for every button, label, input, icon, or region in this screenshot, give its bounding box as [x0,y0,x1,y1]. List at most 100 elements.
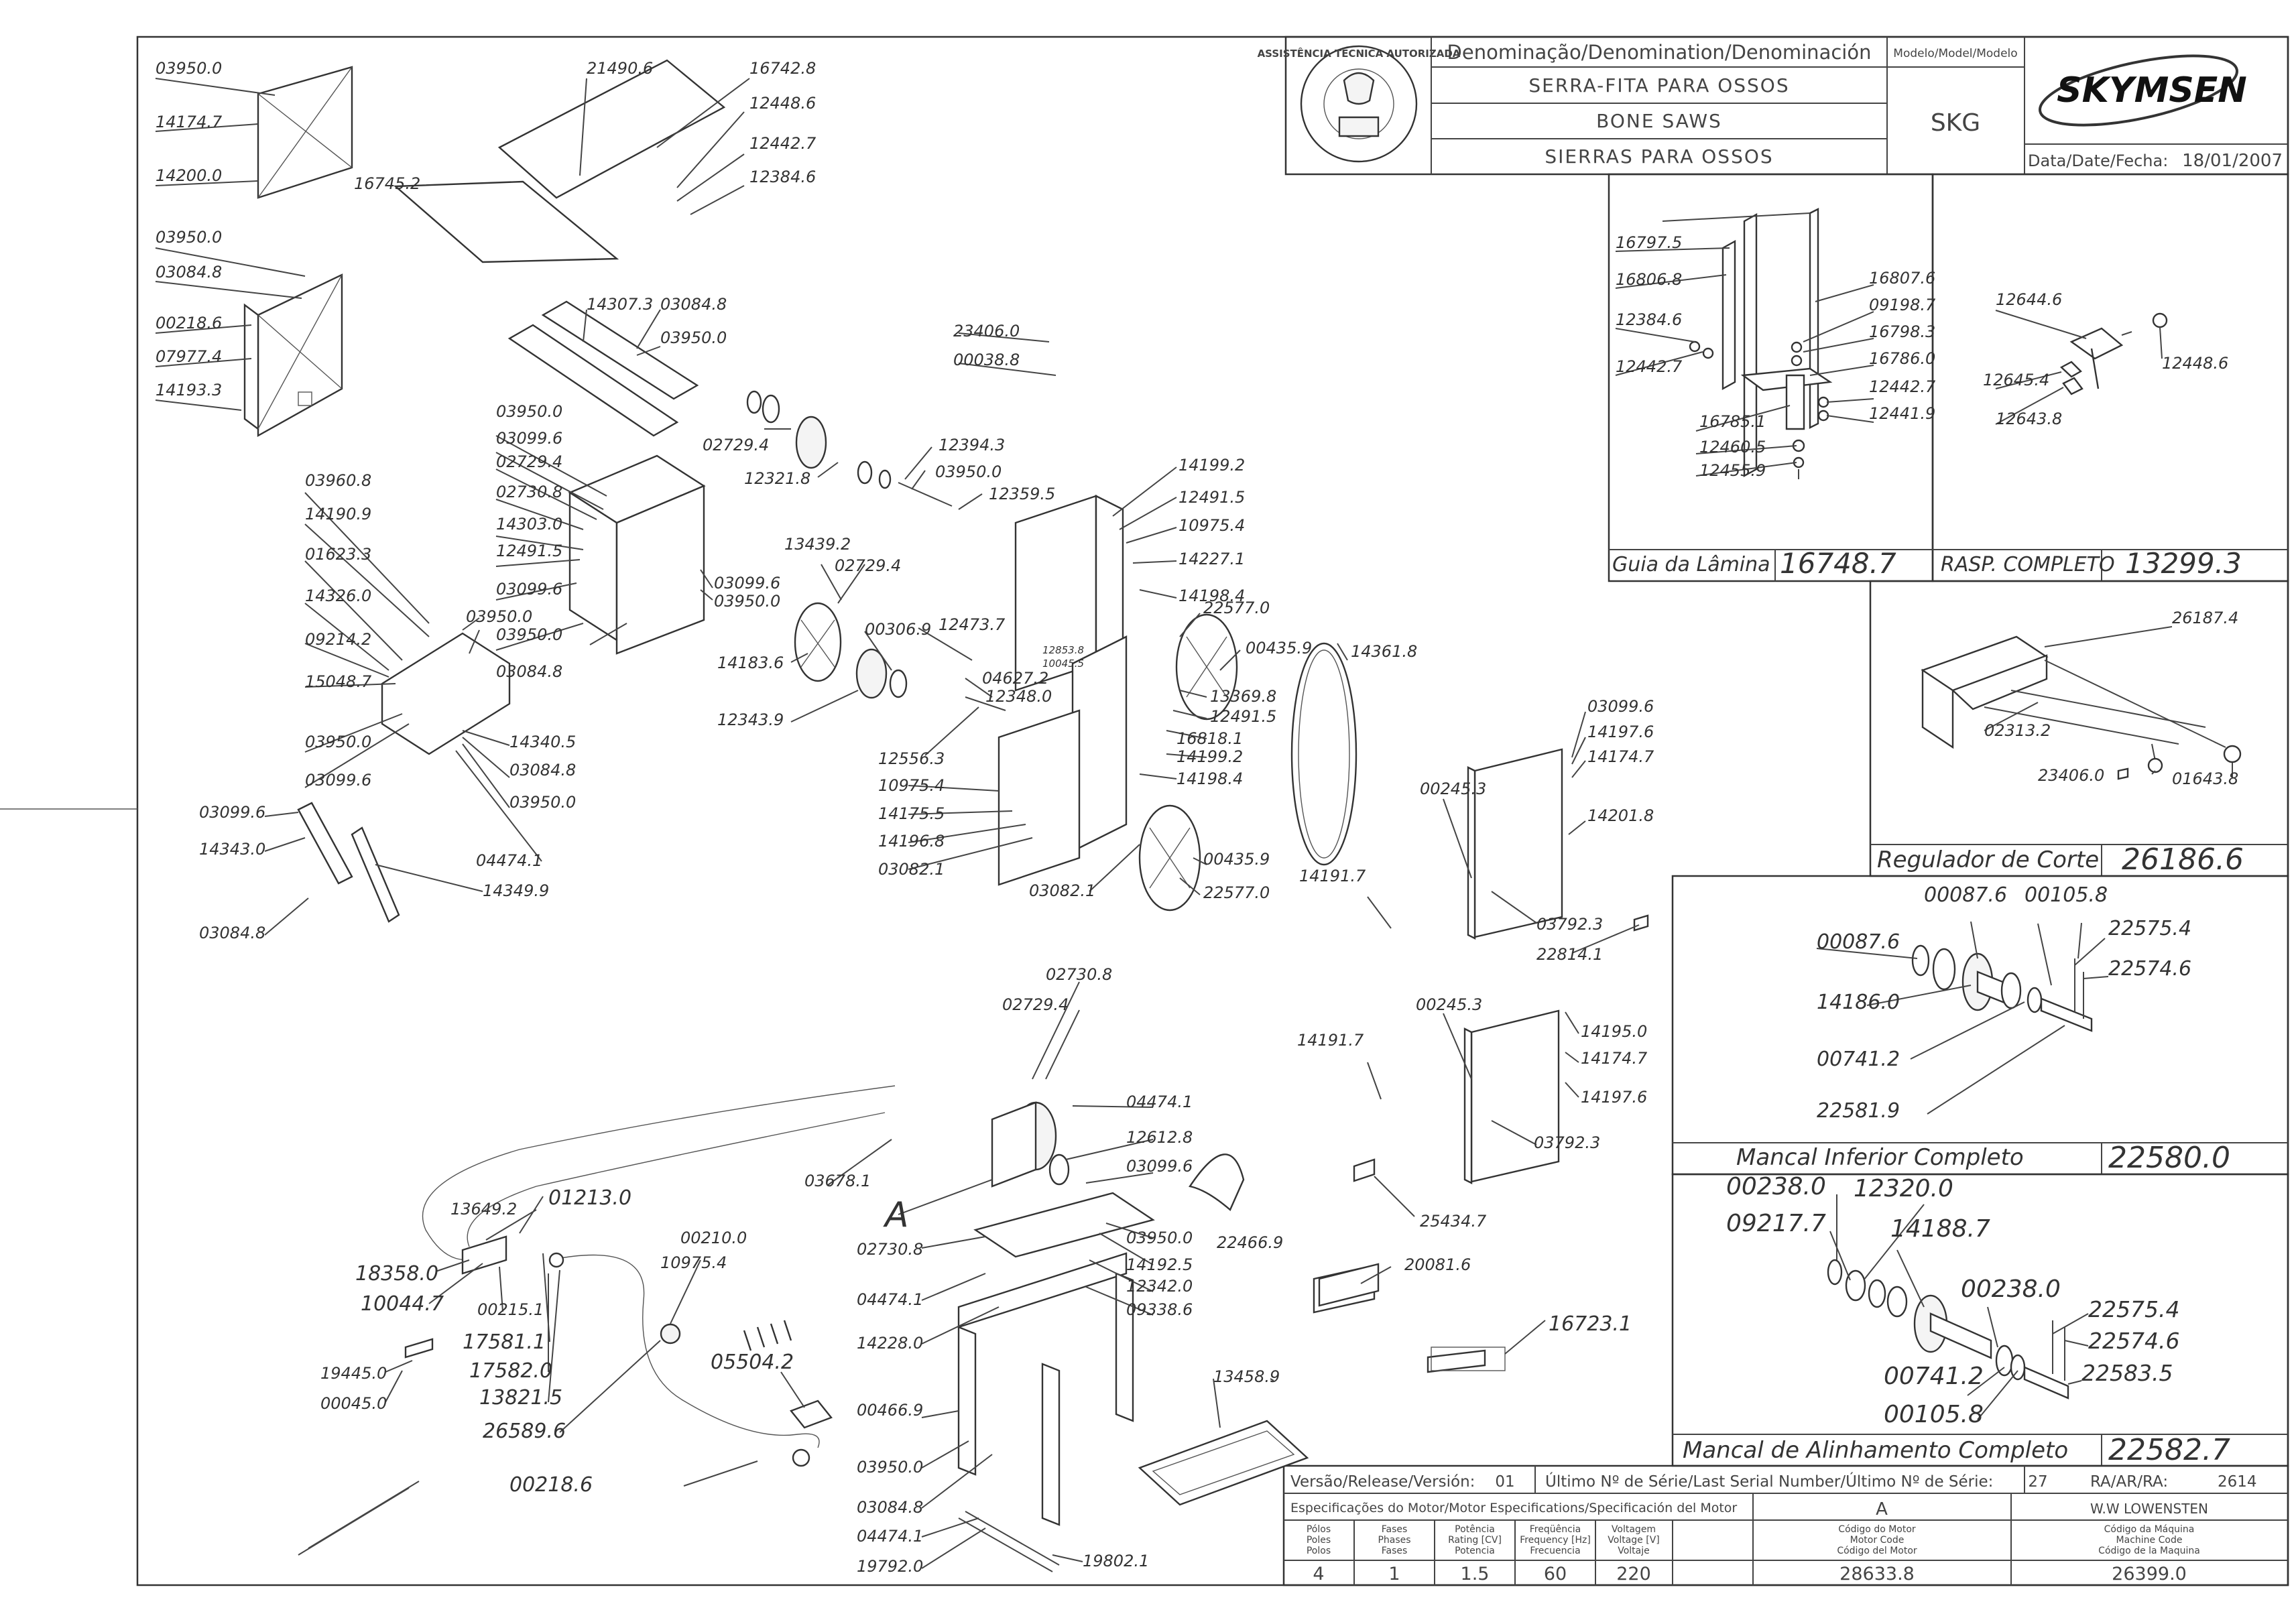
callout-label: 22575.4 [2088,1296,2179,1322]
assembly-code-blade-guide: 16748.7 [1780,547,1896,580]
footer-table: Versão/Release/Versión: 01 Último Nº de … [1282,1464,2289,1586]
assembly-code-alignment-bearing: 22582.7 [2108,1433,2230,1467]
callout-label: 03099.6 [496,429,562,448]
brand-logo-text: SKYMSEN [2057,70,2247,111]
callout-label: 02730.8 [496,483,562,501]
callout-label: 16785.1 [1699,412,1766,431]
callout-label: 16798.3 [1869,322,1935,341]
svg-text:Motor Code: Motor Code [1850,1535,1905,1546]
callout-label: 12384.6 [749,168,816,186]
callout-label: 12442.7 [749,134,817,153]
callout-label: 05504.2 [711,1351,794,1374]
callout-label: 00105.8 [1884,1401,1984,1428]
callout-label: 12491.5 [496,542,562,560]
callout-label: 02729.4 [703,436,769,454]
drawing-border [136,36,2289,1586]
callout-label: 03950.0 [714,592,780,611]
callout-label: 00215.1 [477,1300,544,1319]
callout-label: 03950.0 [496,625,562,644]
callout-label: 03950.0 [1126,1229,1193,1247]
svg-text:Código do Motor: Código do Motor [1838,1524,1916,1535]
callout-label: 03950.0 [660,328,727,347]
callout-label: 14198.4 [1179,586,1245,605]
callout-label: 14196.8 [878,832,945,851]
serial-value: 27 [2028,1473,2047,1491]
callout-label: 14197.6 [1581,1088,1647,1107]
callout-label: 03099.6 [1126,1157,1193,1176]
callout-label: 22466.9 [1217,1233,1283,1252]
callout-label: 03950.0 [496,402,562,421]
callout-label: 12442.7 [1869,377,1936,396]
callout-label: 14198.4 [1176,769,1243,788]
callout-label: 00218.6 [156,314,222,332]
svg-text:Machine Code: Machine Code [2116,1535,2183,1546]
col-voltage: Voltagem Voltage [V] Voltaje 220 [1608,1524,1659,1584]
callout-label: 16723.1 [1549,1312,1632,1336]
callout-label: 14197.6 [1587,723,1654,741]
callout-label: 03099.6 [1587,697,1654,716]
callout-label: 07977.4 [156,347,222,366]
callout-label: 09214.2 [305,630,371,649]
callout-label: 13439.2 [784,535,851,554]
callout-label: 14174.7 [1581,1049,1648,1068]
callout-label: 00087.6 [1924,883,2007,907]
callout-label: 16818.1 [1176,729,1243,748]
callout-label: 10045.5 [1042,658,1084,670]
callout-label: 02729.4 [835,556,901,575]
svg-text:Rating [CV]: Rating [CV] [1448,1535,1502,1546]
callout-label: 14227.1 [1179,550,1245,568]
callout-label: 03792.3 [1534,1133,1600,1152]
callout-label: 00045.0 [320,1394,387,1413]
callout-label: 14303.0 [496,515,562,534]
callout-label: 00238.0 [1726,1173,1826,1200]
callout-label: 12343.9 [717,710,784,729]
poles-value: 4 [1313,1564,1324,1584]
callout-label: 12643.8 [1996,410,2062,428]
callout-label: 10975.4 [1179,516,1245,535]
callout-label: 10975.4 [878,776,945,795]
callout-label: 03950.0 [935,462,1002,481]
callout-label: 03099.6 [714,574,780,592]
callout-label: 03950.0 [466,607,532,626]
col-machine-code: Código da Máquina Machine Code Código de… [2098,1524,2200,1584]
voltage-value: 220 [1616,1564,1651,1584]
svg-text:Freqüência: Freqüência [1530,1524,1581,1535]
callout-label: 14326.0 [305,586,371,605]
svg-text:Voltage [V]: Voltage [V] [1608,1535,1659,1546]
callout-label: 22574.6 [2108,957,2191,981]
callout-label: 14200.0 [156,166,222,185]
callout-label: 14186.0 [1817,991,1900,1014]
callout-label: 16806.8 [1616,270,1682,289]
callout-label: 01643.8 [2172,769,2238,788]
callout-label: 12644.6 [1996,290,2062,309]
callout-label: 12342.0 [1126,1277,1193,1296]
callout-label: 12320.0 [1854,1175,1953,1202]
svg-text:Fases: Fases [1382,1524,1408,1535]
seal-text: ASSISTÊNCIA TÉCNICA AUTORIZADA [1258,47,1461,60]
callout-label: 12455.9 [1699,461,1766,480]
callout-label: 02313.2 [1984,721,2051,740]
date-label: Data/Date/Fecha: [2028,151,2168,170]
callout-label: 14343.0 [199,840,265,859]
callout-label: 14191.7 [1299,867,1366,885]
col-poles: Pólos Poles Polos 4 [1307,1524,1331,1584]
callout-label: 14361.8 [1351,642,1417,661]
version-value: 01 [1495,1473,1514,1491]
callout-label: 23406.0 [953,322,1020,340]
callout-label: 21490.6 [587,59,653,78]
callout-label: 22814.1 [1536,945,1603,964]
denomination-label: Denominação/Denomination/Denominación [1447,41,1872,64]
callout-label: 12645.4 [1983,371,2049,389]
callout-label: 19792.0 [857,1557,923,1576]
callout-label: 18358.0 [355,1262,438,1286]
assembly-title-alignment-bearing: Mancal de Alinhamento Completo [1683,1437,2068,1464]
svg-text:Pólos: Pólos [1307,1524,1331,1535]
callout-label: 03084.8 [156,263,222,282]
part-callouts: 03950.0 14174.7 14200.0 21490.6 16742.8 … [156,59,2238,1576]
callout-label: 15048.7 [305,672,372,691]
callout-label: 12853.8 [1042,644,1084,656]
callout-label: 00087.6 [1817,930,1900,954]
callout-label: 14175.5 [878,804,945,823]
callout-label: 03084.8 [660,295,727,314]
callout-label: 00218.6 [509,1473,593,1497]
